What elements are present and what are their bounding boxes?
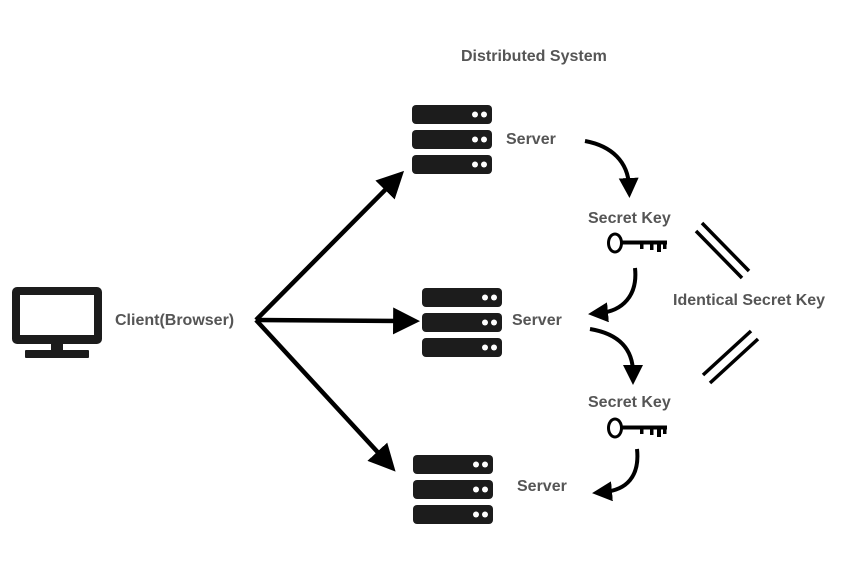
arrow-client-to-server-top bbox=[254, 170, 405, 322]
server-label-middle: Server bbox=[512, 312, 562, 329]
arrow-client-to-server-middle bbox=[255, 307, 421, 335]
arrow-server-to-secret-key-bottom bbox=[589, 327, 643, 385]
secret-key-label-bottom: Secret Key bbox=[588, 394, 671, 411]
arrow-server-to-secret-key-top bbox=[584, 139, 639, 198]
diagram-title: Distributed System bbox=[461, 48, 607, 65]
arrow-secret-key-to-server-bottom bbox=[592, 448, 640, 502]
key-icon bbox=[607, 417, 667, 439]
monitor-icon bbox=[12, 287, 102, 358]
identical-secret-key-label: Identical Secret Key bbox=[673, 292, 826, 309]
equality-lines-top bbox=[694, 221, 751, 280]
server-label-top: Server bbox=[506, 131, 556, 148]
server-label-bottom: Server bbox=[517, 478, 567, 495]
secret-key-label-top: Secret Key bbox=[588, 210, 671, 227]
server-rack-icon bbox=[422, 288, 502, 357]
arrow-client-to-server-bottom bbox=[254, 318, 396, 472]
client-label: Client(Browser) bbox=[115, 312, 235, 329]
key-icon bbox=[607, 232, 667, 254]
arrow-secret-key-to-server-middle bbox=[588, 267, 638, 323]
server-rack-icon bbox=[412, 105, 492, 174]
server-rack-icon bbox=[413, 455, 493, 524]
equality-lines-bottom bbox=[701, 329, 760, 385]
